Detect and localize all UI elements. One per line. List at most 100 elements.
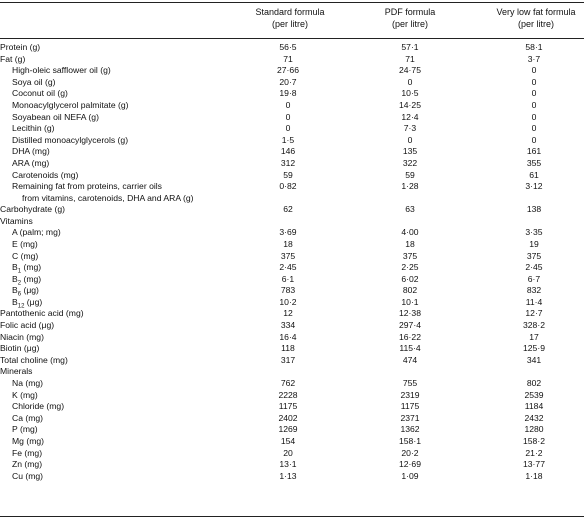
row-label-text: Vitamins <box>0 215 33 226</box>
row-label: Biotin (μg) <box>0 343 39 355</box>
row-value-3: 58·1 <box>525 42 543 52</box>
row-label-text: Fat (g) <box>0 53 26 64</box>
row-label: A (palm; mg) <box>12 227 61 239</box>
row-label: Carbohydrate (g) <box>0 204 65 216</box>
row-value-3: 375 <box>526 250 542 261</box>
row-value-2: 375 <box>402 250 418 261</box>
row-label-text: Distilled monoacylglycerols (g) <box>12 134 129 145</box>
row-value-3: 832 <box>526 285 542 296</box>
row-value-1: 6·1 <box>281 273 295 284</box>
row-value-2: 474 <box>402 354 418 365</box>
row-label: B2 (mg) <box>12 273 41 287</box>
row-value-3: 0 <box>531 65 537 76</box>
row-value-3: 2·45 <box>525 262 543 273</box>
row-label: Vitamins <box>0 216 33 228</box>
row-label: B12 (μg) <box>12 297 42 310</box>
row-value-2: 1·09 <box>401 470 419 481</box>
row-value-1: 62 <box>283 204 293 215</box>
row-label: Folic acid (μg) <box>0 320 54 332</box>
row-value-2: 135 <box>402 146 418 157</box>
row-label-text: Lecithin (g) <box>12 123 55 134</box>
row-value-2: 802 <box>402 285 418 296</box>
header-pdf-formula: PDF formula (per litre) <box>370 7 450 30</box>
row-value-1: 20 <box>283 447 293 458</box>
row-label: Cu (mg) <box>12 471 43 483</box>
row-value-1: 0·82 <box>279 181 297 192</box>
row-label-text: Carotenoids (mg) <box>12 169 79 180</box>
row-value-2: 322 <box>402 157 418 168</box>
row-value-3: 158·2 <box>523 436 545 446</box>
row-value-3: 125·9 <box>523 343 545 354</box>
header-very-low-fat-formula: Very low fat formula (per litre) <box>488 7 584 30</box>
row-value-2: 59 <box>405 169 415 180</box>
row-label-text: ARA (mg) <box>12 157 50 168</box>
row-value-2: 1175 <box>400 401 420 412</box>
row-label-text: B <box>12 273 18 284</box>
row-label: Coconut oil (g) <box>12 88 68 100</box>
row-value-3: 12·7 <box>525 308 543 319</box>
row-value-2: 0 <box>407 76 413 87</box>
row-value-3: 13·77 <box>523 459 545 470</box>
row-label: ARA (mg) <box>12 158 49 170</box>
row-label-text: Zn (mg) <box>12 459 43 470</box>
row-value-2: 115·4 <box>399 343 421 354</box>
row-value-1: 2228 <box>278 389 298 400</box>
row-value-3: 1·18 <box>525 470 543 481</box>
row-label: Niacin (mg) <box>0 332 44 344</box>
row-value-1: 27·66 <box>277 65 299 76</box>
row-value-3: 61 <box>529 169 539 180</box>
row-value-2: 158·1 <box>399 436 421 446</box>
row-label-text: Fe (mg) <box>12 447 43 458</box>
row-label-text: DHA (mg) <box>12 146 50 157</box>
row-value-2: 2319 <box>400 389 420 400</box>
row-value-1: 19·8 <box>279 88 297 99</box>
row-label-text: Coconut oil (g) <box>12 88 68 99</box>
row-label-text: B <box>12 285 18 296</box>
row-value-1: 154 <box>280 436 296 446</box>
row-value-3: 341 <box>526 354 542 365</box>
row-value-3: 0 <box>531 76 537 87</box>
row-value-1: 18 <box>283 238 293 249</box>
table-bottom-rule <box>0 516 584 517</box>
row-value-1: 20·7 <box>279 76 297 87</box>
header-unit: (per litre) <box>271 18 308 29</box>
row-value-2: 18 <box>405 238 415 249</box>
row-label: Fe (mg) <box>12 448 42 460</box>
table-top-rule <box>0 2 584 3</box>
table-row: Mg (mg) 154 158·1 158·2 <box>0 436 584 448</box>
row-label-text: Soyabean oil NEFA (g) <box>12 111 99 122</box>
row-value-2: 7·3 <box>403 123 417 134</box>
row-value-3: 802 <box>526 378 542 389</box>
row-value-2: 2371 <box>400 412 420 423</box>
row-value-1: 12 <box>283 308 293 319</box>
row-value-2: 24·75 <box>399 65 421 76</box>
row-label: Soyabean oil NEFA (g) <box>12 112 99 124</box>
row-label: Chloride (mg) <box>12 401 64 413</box>
row-label: Mg (mg) <box>12 436 44 448</box>
row-label-text: Monoacylglycerol palmitate (g) <box>12 99 129 110</box>
row-value-2: 20·2 <box>401 447 419 458</box>
row-value-1: 0 <box>285 99 291 110</box>
row-value-2: 0 <box>407 134 413 145</box>
row-label-continuation: from vitamins, carotenoids, DHA and ARA … <box>22 192 194 203</box>
row-label: Lecithin (g) <box>12 123 55 135</box>
row-value-1: 118 <box>281 343 295 354</box>
row-value-3: 0 <box>531 99 537 110</box>
row-value-3: 6·7 <box>527 273 541 284</box>
